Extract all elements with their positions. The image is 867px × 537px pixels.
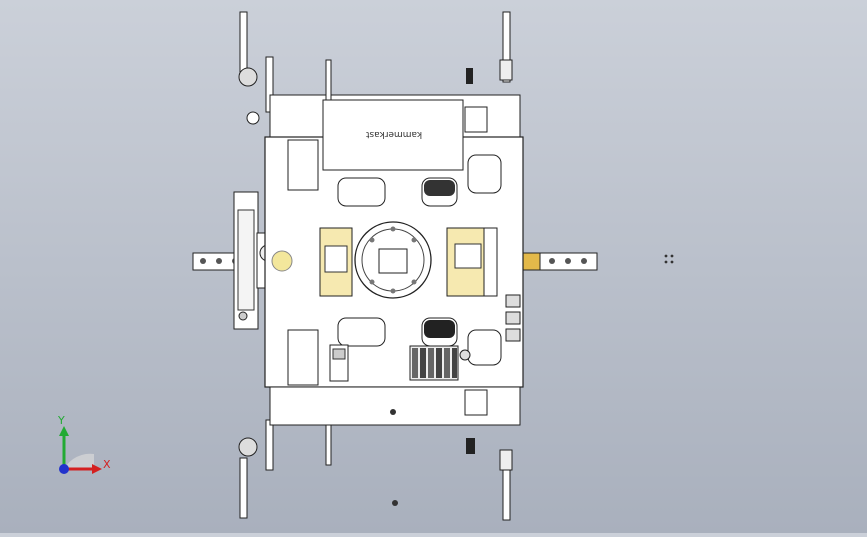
left-mount-inner <box>237 209 255 311</box>
top-right-clamp <box>464 106 488 133</box>
right-upper-clamp <box>499 59 513 81</box>
left-upper-pulley <box>238 67 258 87</box>
coordinate-triad: X Y <box>46 414 126 480</box>
loose-screw <box>390 409 396 415</box>
loose-screw <box>392 500 398 506</box>
cutout-top-right-dark <box>424 180 455 196</box>
valve-connector <box>459 349 471 361</box>
cutout-bottom-left <box>337 317 386 347</box>
left-upper-rail <box>239 11 248 73</box>
slot-left-lower <box>287 329 319 386</box>
left-mount-bolt <box>238 311 248 321</box>
valve-slot <box>420 348 426 378</box>
top-sensor <box>466 68 473 84</box>
rotary-bolt <box>390 226 396 232</box>
slot-right-upper <box>467 154 502 194</box>
left-lower-bracket <box>265 419 274 471</box>
cutout-bottom-right-dark <box>424 320 455 338</box>
loose-part <box>246 111 260 125</box>
y-axis-label: Y <box>58 414 65 427</box>
x-axis-arrow <box>92 464 102 474</box>
rotary-bolt <box>411 279 417 285</box>
right-upper-rail <box>502 11 511 83</box>
right-lower-clamp <box>499 449 513 471</box>
rotary-bolt <box>369 237 375 243</box>
slot-right-lower <box>467 329 502 366</box>
valve-slot <box>444 348 450 378</box>
rotary-bolt <box>411 237 417 243</box>
left-lower-rail <box>239 457 248 519</box>
rotary-center-block <box>378 248 408 274</box>
left-yellow-knob <box>271 250 293 272</box>
right-bar-hole <box>549 258 555 264</box>
control-box-display <box>332 348 346 360</box>
top-label-box <box>322 99 464 171</box>
right-bar-hole <box>581 258 587 264</box>
right-bar-hole <box>565 258 571 264</box>
cutout-top-left <box>337 177 386 207</box>
left-bar-hole <box>200 258 206 264</box>
bottom-right-clamp <box>464 389 488 416</box>
left-yellow-inner <box>324 245 348 273</box>
bottom-sensor <box>466 438 475 454</box>
valve-slot <box>412 348 418 378</box>
right-cylinder <box>505 294 521 308</box>
marker-dot <box>664 260 668 264</box>
rotary-bolt <box>390 288 396 294</box>
marker-dot <box>670 260 674 264</box>
right-cylinder <box>505 311 521 325</box>
right-yellow-inner <box>454 243 482 269</box>
z-axis-dot <box>59 464 69 474</box>
right-fixture-strip <box>483 227 498 297</box>
left-bottom-pin <box>325 424 332 466</box>
left-lower-pulley <box>238 437 258 457</box>
valve-slot <box>452 348 457 378</box>
left-bar-hole <box>216 258 222 264</box>
y-axis-arrow <box>59 426 69 436</box>
marker-dot <box>664 254 668 258</box>
valve-slot <box>428 348 434 378</box>
slot-left-upper <box>287 139 319 191</box>
kammerkast-label: kammerkast <box>365 129 423 139</box>
triad-graphic <box>59 426 102 474</box>
marker-dot <box>670 254 674 258</box>
valve-slot <box>436 348 442 378</box>
right-cylinder <box>505 328 521 342</box>
rotary-bolt <box>369 279 375 285</box>
x-axis-label: X <box>103 458 111 471</box>
right-bar-gold-block <box>521 252 541 271</box>
left-top-pin <box>325 59 332 101</box>
